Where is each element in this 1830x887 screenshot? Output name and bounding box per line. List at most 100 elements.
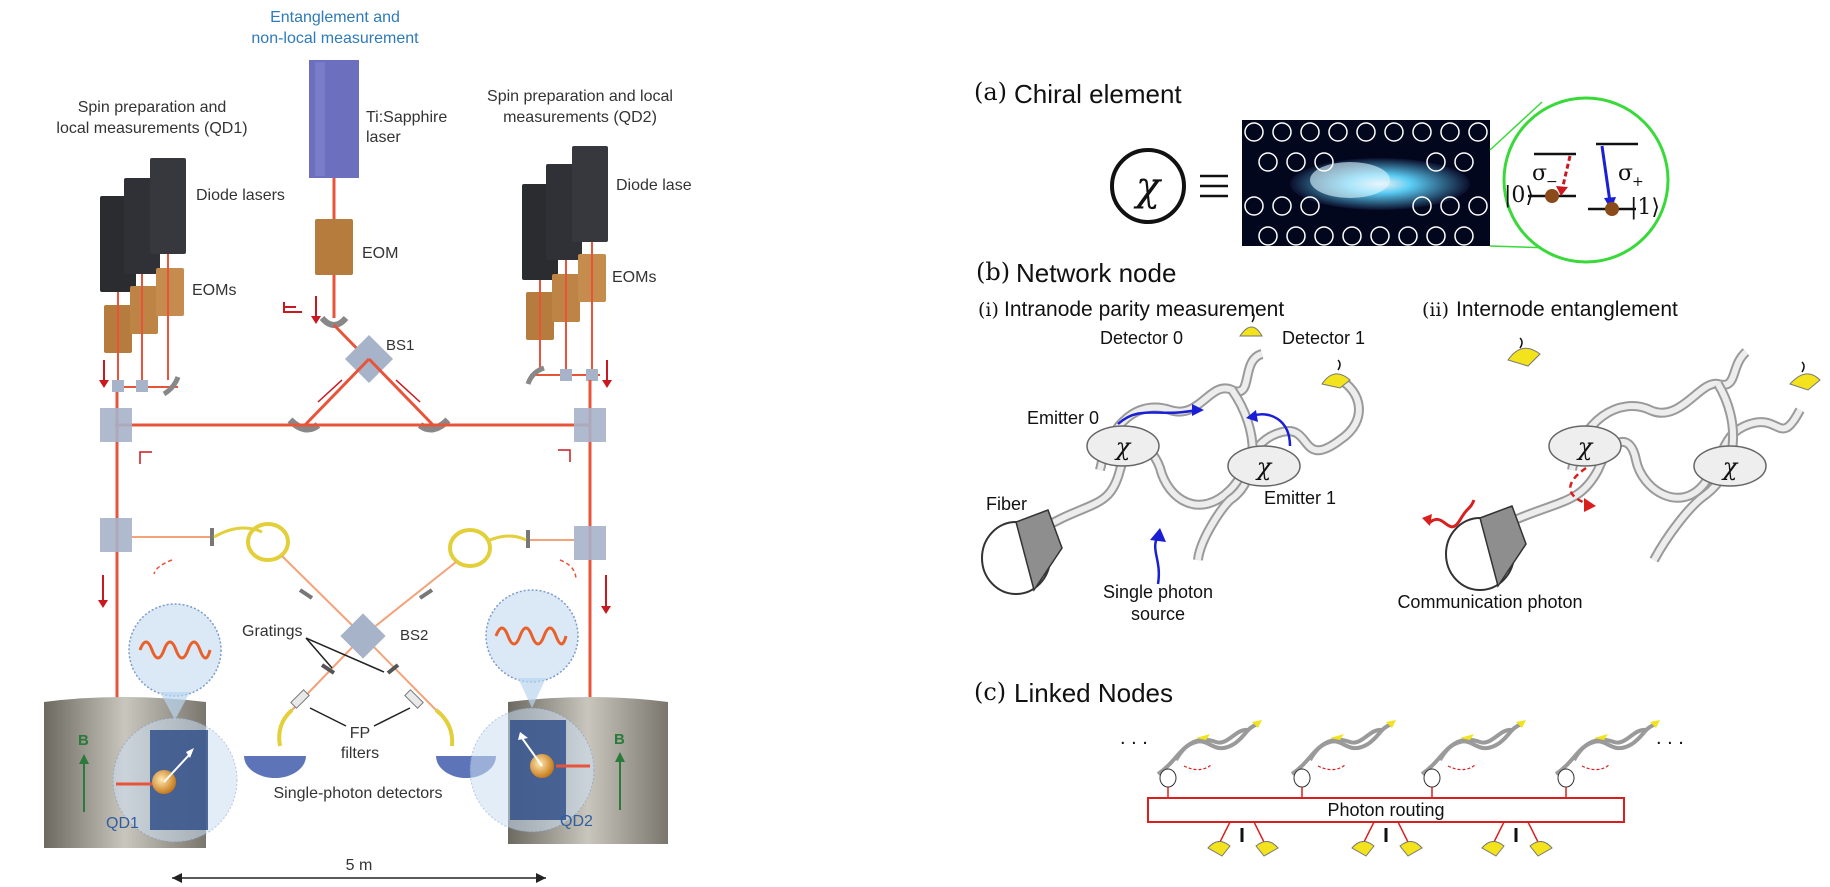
wavepacket-left [138, 640, 212, 660]
detector-1 [1321, 373, 1351, 389]
pulse-icon [283, 302, 302, 313]
communication-photon-wave [1426, 499, 1476, 529]
linked-node-1 [1156, 720, 1262, 788]
network-node-i [1037, 349, 1364, 561]
ket0-label: |0⟩ [1504, 183, 1534, 208]
diode-lasers-left-label: Diode lasers [196, 187, 285, 204]
spin-prep-qd1-line2: local measurements (QD1) [56, 120, 247, 137]
linked-node-4 [1554, 720, 1660, 788]
arrow-down-red-icon [602, 380, 612, 388]
wavepacket-right [494, 626, 568, 646]
sigma-plus-transition [1600, 145, 1612, 203]
detector-left [244, 756, 306, 778]
panel-c-title: Linked Nodes [1014, 678, 1173, 708]
sub-ii-title: Internode entanglement [1456, 298, 1678, 321]
blue-emission-arrow [1117, 408, 1197, 425]
diode-lasers-right-label: Diode lase [616, 177, 692, 194]
sub-ii-number: (ii) [1422, 299, 1449, 321]
level-diagram-zoom [1502, 96, 1670, 264]
panel-c-letter: (c) [974, 678, 1006, 706]
node-ii-chi-left: χ [1576, 433, 1594, 461]
qd2-label: QD2 [560, 813, 593, 830]
left-setup-figure: Entanglement and non-local measurement S… [44, 9, 692, 883]
node-ii-emitter-left [1548, 425, 1622, 467]
emitter-0-chi: χ [1114, 433, 1132, 461]
panel-b-letter: (b) [976, 258, 1010, 286]
node-ii-detector-left [1507, 347, 1541, 367]
node-ii-detector-right [1789, 373, 1821, 391]
b-field-label-left: B [78, 732, 89, 749]
network-node-ii [1507, 348, 1805, 563]
emitter-1-disk [1227, 445, 1301, 487]
single-photon-arrow-icon [1150, 528, 1166, 542]
fp-filters-label-line2: filters [341, 745, 379, 762]
panel-a-letter: (a) [974, 78, 1007, 106]
fiber-label: Fiber [986, 494, 1027, 514]
eom-label: EOM [362, 245, 398, 262]
entanglement-label-line2: non-local measurement [251, 30, 419, 47]
spin-prep-qd1-line1: Spin preparation and [78, 99, 227, 116]
eoms-left-label: EOMs [192, 282, 236, 299]
fiber-coil-right [448, 528, 492, 568]
sigma-minus-transition [1560, 155, 1572, 191]
diode-lasers-left [100, 158, 186, 292]
tisapphire-label-line1: Ti:Sapphire [366, 109, 447, 126]
communication-photon-label: Communication photon [1397, 592, 1582, 612]
detector-0-label: Detector 0 [1100, 328, 1183, 348]
eoms-right-label: EOMs [612, 269, 656, 286]
chiral-symbol [1110, 148, 1186, 224]
arrow-down-red-icon [98, 600, 108, 608]
ellipsis-right: . . . [1656, 727, 1684, 749]
node-ii-chi-right: χ [1721, 453, 1739, 481]
panel-a-title: Chiral element [1014, 79, 1182, 109]
eom-center [315, 219, 353, 275]
qd1-label: QD1 [106, 815, 139, 832]
routing-detectors [1207, 821, 1553, 857]
detectors-label: Single-photon detectors [274, 785, 443, 802]
beam-splitter-right-upper [574, 408, 606, 442]
distance-label: 5 m [346, 857, 373, 874]
sigma-minus-label: σ [1532, 161, 1547, 186]
sigma-minus-sub: − [1546, 174, 1558, 190]
ellipsis-left: . . . [1120, 727, 1148, 749]
beam-splitter-left-lower [100, 518, 132, 552]
emitter-0-label: Emitter 0 [1027, 408, 1099, 428]
gratings-label: Gratings [242, 623, 302, 640]
arrow-down-red-icon [311, 316, 321, 324]
linked-node-2 [1290, 720, 1396, 788]
emitter-1-chi: χ [1255, 453, 1273, 481]
entanglement-label-line1: Entanglement and [270, 9, 400, 26]
photon-routing-label: Photon routing [1327, 800, 1444, 820]
sigma-plus-label: σ [1618, 161, 1633, 186]
mirror-top [319, 315, 349, 328]
tisapphire-label-line2: laser [366, 129, 401, 146]
detector-1-label: Detector 1 [1282, 328, 1365, 348]
single-photon-label-line1: Single photon [1103, 582, 1213, 602]
sigma-plus-sub: + [1632, 174, 1644, 190]
single-photon-label-line2: source [1131, 604, 1185, 624]
beam-splitter-left-upper [100, 408, 132, 442]
emitter-1-label: Emitter 1 [1264, 488, 1336, 508]
node-ii-emitter-right [1693, 445, 1767, 487]
beam-splitter-right-lower [574, 526, 606, 560]
sub-i-title: Intranode parity measurement [1004, 298, 1284, 321]
bs2-label: BS2 [400, 627, 428, 644]
b-field-arrow-icon [79, 754, 89, 764]
fp-filters-label-line1: FP [350, 725, 370, 742]
emitter-0-disk [1086, 425, 1160, 467]
photon-routing-box [1147, 797, 1625, 823]
linked-node-3 [1420, 720, 1526, 788]
sub-i-number: (i) [978, 299, 999, 321]
spin-prep-qd2-line1: Spin preparation and local [487, 88, 673, 105]
b-field-arrow-icon [615, 752, 625, 762]
equiv-sign [1200, 174, 1228, 198]
b-field-label-right: B [614, 731, 625, 748]
fiber-coil-left [246, 522, 290, 562]
ket1-label: |1⟩ [1630, 195, 1660, 220]
panel-b-title: Network node [1016, 258, 1176, 288]
photonic-crystal-waveguide [1242, 120, 1490, 246]
spin-prep-qd2-line2: measurements (QD2) [503, 109, 657, 126]
detector-0 [1239, 326, 1263, 337]
chi-glyph: χ [1133, 164, 1163, 210]
